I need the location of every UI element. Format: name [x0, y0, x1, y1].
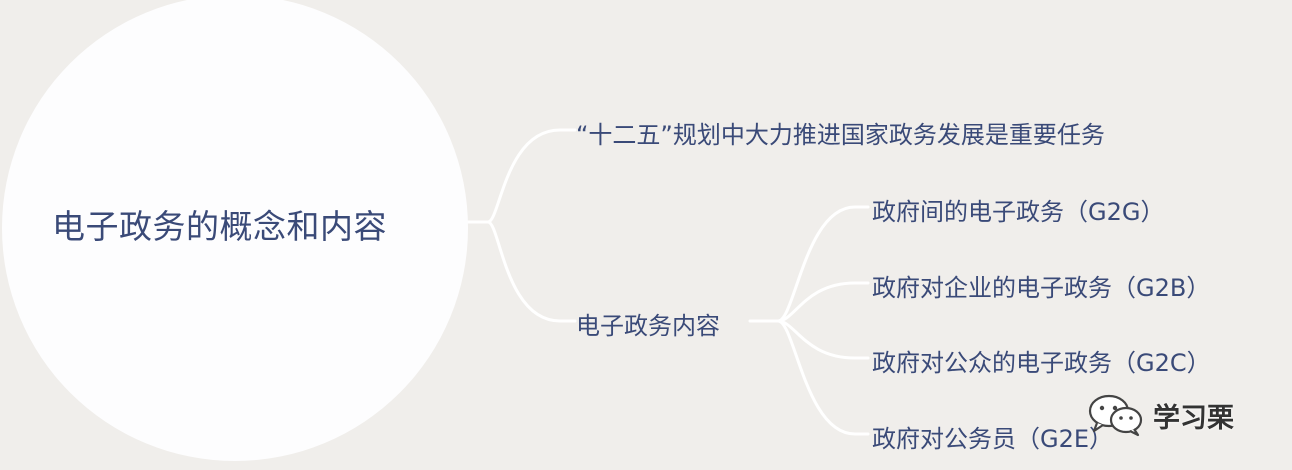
- leaf-node-g2e[interactable]: 政府对公务员（G2E）: [872, 425, 1114, 453]
- leaf-node-g2c[interactable]: 政府对公众的电子政务（G2C）: [872, 349, 1211, 377]
- connector-content-g2g: [748, 205, 870, 323]
- watermark-text: 学习栗: [1153, 402, 1234, 434]
- connector-content-g2b: [776, 281, 870, 323]
- root-node-label: 电子政务的概念和内容: [52, 207, 387, 246]
- watermark: 学习栗: [1087, 390, 1234, 440]
- branch-node-plan[interactable]: “十二五”规划中大力推进国家政务发展是重要任务: [576, 121, 1105, 149]
- connector-root-top: [466, 128, 577, 224]
- wechat-icon: [1088, 394, 1143, 437]
- connector-content-g2c: [776, 319, 870, 360]
- root-node[interactable]: [2, 0, 468, 461]
- leaf-node-g2g[interactable]: 政府间的电子政务（G2G）: [872, 198, 1165, 226]
- connector-content-g2e: [776, 319, 870, 436]
- leaf-node-g2b[interactable]: 政府对企业的电子政务（G2B）: [872, 274, 1211, 302]
- connector-root-bottom: [486, 220, 577, 323]
- branch-node-content[interactable]: 电子政务内容: [576, 312, 720, 340]
